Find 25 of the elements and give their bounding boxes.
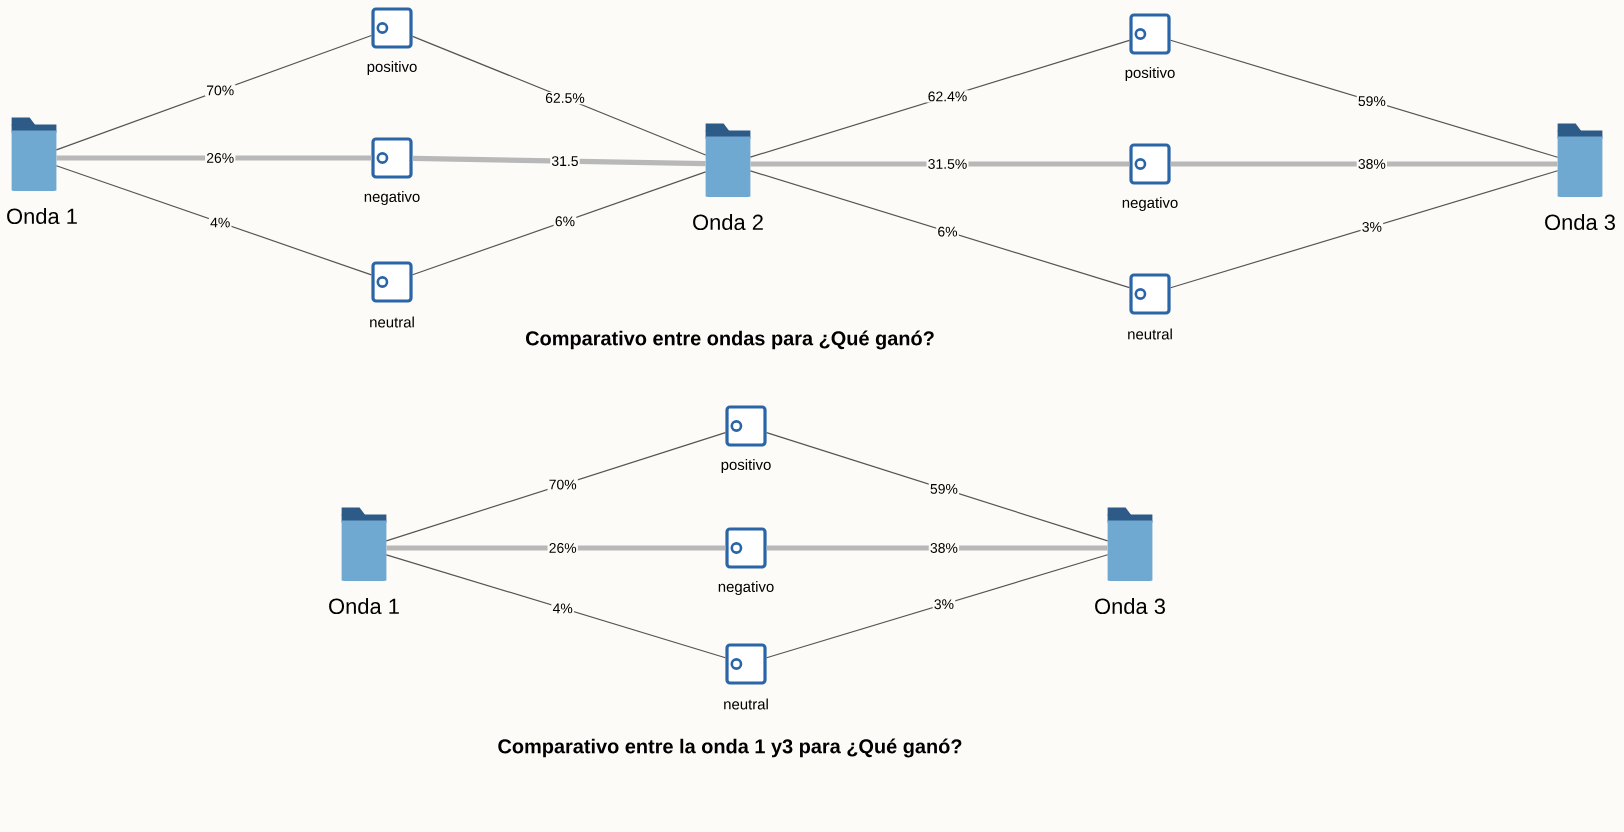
connector-line bbox=[766, 545, 1108, 551]
node-label: Onda 1 bbox=[7, 207, 77, 225]
connector-line bbox=[55, 34, 372, 151]
node-label: Onda 1 bbox=[329, 597, 399, 615]
connector-line bbox=[766, 431, 1109, 542]
connector-line bbox=[55, 165, 372, 276]
connector-line bbox=[750, 161, 1130, 167]
chart-caption: Comparativo entre ondas para ¿Qué ganó? bbox=[526, 330, 934, 350]
node-label: Onda 3 bbox=[1545, 213, 1615, 231]
connector-line bbox=[1170, 161, 1558, 167]
connector-line bbox=[766, 554, 1109, 659]
chart-caption: Comparativo entre la onda 1 y3 para ¿Qué ganó? bbox=[498, 738, 962, 758]
node-label: Onda 2 bbox=[693, 213, 763, 231]
connector-line bbox=[385, 554, 726, 659]
connector-line bbox=[56, 155, 372, 161]
connector-line bbox=[385, 431, 726, 542]
connector-line bbox=[412, 155, 706, 167]
connector-line bbox=[412, 35, 707, 156]
connector-line bbox=[749, 39, 1130, 158]
connector-line bbox=[1170, 39, 1559, 158]
connector-line bbox=[749, 170, 1130, 289]
connector-line bbox=[386, 545, 726, 551]
node-label: Onda 3 bbox=[1095, 597, 1165, 615]
connector-line bbox=[412, 171, 707, 276]
connector-line bbox=[1170, 170, 1559, 289]
